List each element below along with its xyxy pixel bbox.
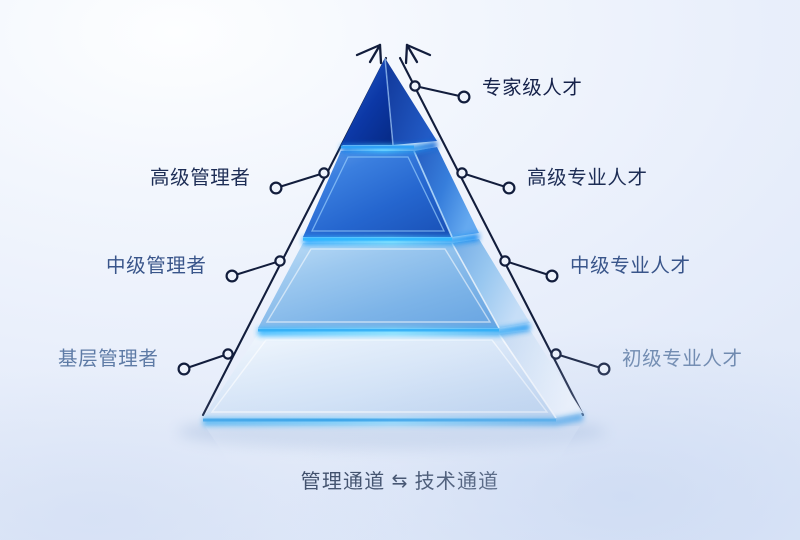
tier3-right-face [452,239,530,328]
node-dot-senior-pro [502,181,516,195]
connector-line-mid-pro [504,260,553,277]
caption-management-channel: 管理通道 [300,471,386,493]
node-anchor-base-mgr [222,348,234,360]
connector-line-senior-pro [461,172,510,189]
label-senior-manager[interactable]: 高级管理者 [150,167,251,189]
pyramid-tier-third[interactable] [258,239,530,336]
tier4-vert-edge [498,333,557,419]
node-dot-expert [457,90,471,104]
label-senior-professional[interactable]: 高级专业人才 [527,167,648,189]
node-anchor-mid-mgr [274,255,286,267]
label-base-manager[interactable]: 基层管理者 [58,348,159,370]
node-dot-base-mgr [177,362,191,376]
connector-nodes-right [409,80,611,376]
node-dot-mid-pro [545,269,559,283]
tier3-left-face [258,243,499,328]
connector-nodes-left [177,167,330,376]
tier2-vert-edge [413,150,453,238]
node-anchor-senior-pro [456,167,468,179]
node-anchor-senior-mgr [318,167,330,179]
up-arrow-left [355,43,383,65]
tier2-inner-highlight [310,156,446,232]
tier1-ridge [384,57,394,146]
label-mid-professional[interactable]: 中级专业人才 [570,255,691,277]
tier1-left-face [341,58,393,145]
tier3-vert-edge [451,242,500,329]
tier1-right-face [385,58,437,145]
up-arrow-right [404,43,432,65]
connector-line-junior-pro [555,353,605,370]
connector-line-base-mgr [183,353,229,370]
node-dot-mid-mgr [225,269,239,283]
caption-dual-track: 管理通道⇆技术通道 [0,472,800,492]
node-dot-senior-mgr [269,181,283,195]
tier4-inner-highlight [210,339,549,413]
label-mid-manager[interactable]: 中级管理者 [106,255,207,277]
pyramid-tier-apex[interactable] [341,57,437,153]
label-expert-talent[interactable]: 专家级人才 [482,77,583,99]
connector-line-expert [414,85,465,98]
floor-reflection [205,426,580,466]
connectors-left [183,172,325,370]
connector-line-mid-mgr [231,260,281,277]
pyramid-tier-base[interactable] [203,330,583,426]
node-anchor-junior-pro [550,348,562,360]
connector-line-senior-mgr [275,172,325,189]
tier2-right-face [414,147,479,237]
node-anchor-mid-pro [499,255,511,267]
tier4-left-face [203,334,556,418]
node-anchor-expert [409,80,421,92]
connectors-right [414,85,605,370]
label-junior-professional[interactable]: 初级专业人才 [622,348,743,370]
node-dot-junior-pro [597,362,611,376]
tier4-right-face [499,330,583,418]
tier3-inner-highlight [265,248,492,323]
caption-technical-channel: 技术通道 [414,471,500,493]
bidirectional-arrow-icon: ⇆ [391,471,409,492]
